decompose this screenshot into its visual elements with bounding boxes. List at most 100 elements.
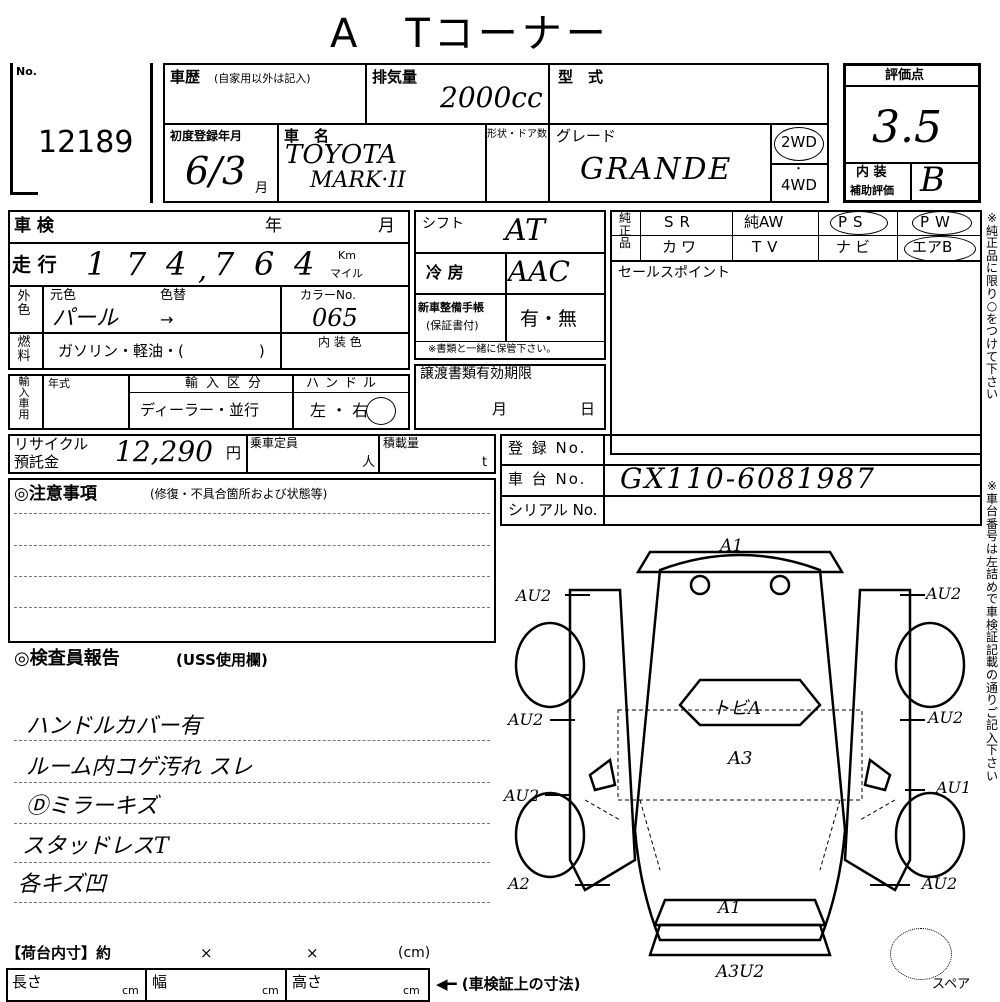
registration-label: 登 録 No. [508, 439, 587, 457]
2wd-circle [774, 127, 824, 161]
cargo-x2: × [306, 944, 319, 962]
evaluation-label: 評価点 [885, 68, 925, 83]
mileage-digit: 4 [166, 245, 187, 283]
transfer-month: 月 [492, 400, 508, 418]
inspector-line: ルーム内コゲ汚れ スレ [26, 755, 253, 780]
equip-tv: TV [752, 238, 784, 256]
inspection-year: 年 [265, 216, 282, 236]
diagram-label: A1 [720, 536, 744, 556]
car-name-line2: MARK·II [310, 168, 406, 193]
ps-circle [830, 211, 888, 235]
vehicle-info-grid [8, 210, 410, 370]
spare-tire-icon [890, 928, 952, 980]
mileage-digit: 6 [254, 245, 275, 283]
maintenance-label1: 新車整備手帳 [418, 301, 484, 314]
sales-point-label: セールスポイント [618, 265, 730, 281]
grade-value: GRANDE [580, 152, 733, 187]
notes-box [8, 478, 496, 643]
inspection-label: 車 検 [14, 216, 54, 236]
notes-label: ◎注意事項 [14, 484, 97, 504]
header-grid [163, 63, 829, 203]
page-title: A Tコーナー [330, 11, 610, 57]
chassis-label: 車 台 No. [508, 470, 587, 488]
no-bracket-foot [10, 192, 38, 195]
mileage-unit-km: Km [338, 249, 356, 262]
airbag-circle [904, 236, 976, 262]
diagram-label: AU2 [516, 586, 552, 605]
mileage-digit: 4 [294, 245, 315, 283]
side-note-equipment: ※純正品に限り○をつけて下さい [986, 211, 999, 402]
pw-circle [912, 211, 972, 235]
diagram-label: A2 [508, 874, 530, 893]
cargo-x1: × [200, 944, 213, 962]
inspector-line: 各キズ凹 [18, 872, 107, 897]
grade-label: グレード [556, 127, 617, 145]
recycle-label1: リサイクル [14, 435, 89, 453]
mileage-unit-mile: マイル [330, 267, 363, 280]
equipment-grid [610, 210, 982, 455]
import-label: 輸入車用 [18, 375, 30, 421]
fuel-label: 燃料 [17, 335, 31, 364]
import-grid [8, 374, 410, 430]
cargo-width: 幅 [152, 973, 168, 991]
no-value: 12189 [38, 125, 134, 160]
side-note-chassis: ※車台番号は左詰めで車検証記載の通りご記入下さい [986, 479, 999, 783]
diagram-label: A3 [728, 748, 753, 769]
car-name-label: 車 名 [284, 127, 330, 145]
no-divider [150, 63, 153, 203]
mileage-digit: 7 [126, 245, 147, 283]
cargo-note: ◀━ (車検証上の寸法) [436, 975, 581, 993]
cargo-unit: (cm) [398, 945, 431, 961]
maintenance-label2: (保証書付) [426, 319, 479, 332]
drive-sep: ・ [793, 162, 804, 175]
interior-label: 内 装 [856, 165, 887, 180]
capacity-unit: 人 [362, 455, 376, 470]
diagram-label: AU1 [936, 778, 972, 797]
color-orig-value: パール [52, 306, 119, 331]
shift-grid [414, 210, 606, 360]
evaluation-box [843, 63, 981, 203]
color-no-label: カラーNo. [300, 288, 356, 302]
cargo-height: 高さ [292, 973, 323, 991]
diagram-label: A1 [718, 898, 742, 918]
mileage-sep: , [198, 253, 207, 286]
serial-label: シリアル No. [508, 501, 598, 519]
spare-label: スペア [932, 977, 971, 992]
transfer-box [414, 364, 606, 430]
recycle-value: 12,290 [115, 435, 213, 468]
recycle-grid [8, 434, 496, 474]
cargo-cm: cm [262, 984, 279, 997]
cargo-grid [6, 968, 430, 1002]
mileage-digit: 1 [86, 245, 107, 283]
interior-value: B [920, 160, 945, 200]
registration-grid [500, 434, 982, 526]
diagram-label: A3U2 [716, 962, 765, 982]
color-side-label: 外色 [17, 289, 31, 318]
notes-sub: (修復・不具合箇所および状態等) [150, 487, 328, 501]
maintenance-note: ※書類と一緒に保管下さい。 [428, 344, 557, 355]
mileage-digit: 7 [214, 245, 235, 283]
cargo-label: 【荷台内寸】約 [6, 944, 112, 962]
drive-2wd: 2WD [781, 133, 817, 151]
import-handle-value: 左 ・ 右 [310, 401, 369, 420]
first-reg-label: 初度登録年月 [170, 129, 243, 143]
inspector-line: スタッドレスT [22, 834, 169, 859]
import-class-value: ディーラー・並行 [140, 401, 259, 419]
inspector-sub: (USS使用欄) [176, 651, 268, 669]
load-label: 積載量 [383, 436, 420, 450]
history-label: 車歴 [170, 68, 201, 86]
chassis-value: GX110-6081987 [620, 462, 876, 495]
equip-pw: PW [920, 213, 956, 231]
equip-navi: ナビ [836, 238, 875, 256]
right-handle-circle [366, 397, 396, 425]
import-year-label: 年式 [48, 377, 70, 390]
history-sub: (自家用以外は記入) [214, 72, 311, 85]
color-change-value: → [160, 310, 174, 329]
transfer-label: 譲渡書類有効期限 [420, 366, 532, 382]
shift-label: シフト [422, 216, 464, 232]
diagram-label: AU2 [926, 584, 962, 603]
no-label: No. [16, 65, 37, 78]
model-label: 型 式 [558, 68, 604, 86]
diagram-label: AU2 [504, 786, 540, 805]
inspector-label: ◎検査員報告 [14, 648, 120, 669]
